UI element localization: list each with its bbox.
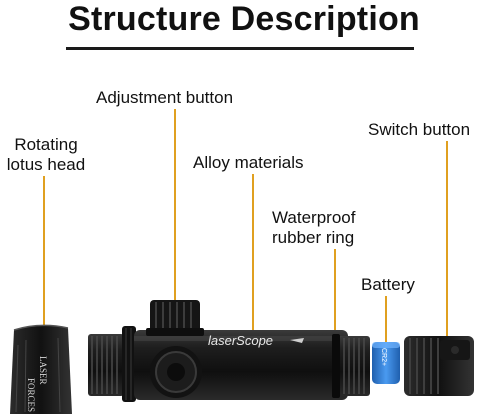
- battery-text: CR2+: [380, 348, 387, 366]
- brand-mark: [290, 338, 304, 343]
- brand-logo: laserScope: [208, 333, 273, 348]
- leader-lines: [43, 109, 448, 345]
- label-waterproof-line2: rubber ring: [272, 228, 355, 247]
- battery: CR2+: [372, 342, 400, 384]
- front-thread: [88, 326, 136, 402]
- label-switch-button: Switch button: [368, 120, 471, 139]
- label-rotating-line2: lotus head: [6, 155, 86, 174]
- title-underline: [66, 47, 414, 50]
- label-waterproof-line1: Waterproof: [272, 208, 356, 227]
- page-title: Structure Description: [68, 0, 420, 38]
- side-adjustment-knob: [150, 346, 202, 398]
- label-battery: Battery: [361, 275, 415, 294]
- switch-cap: [404, 336, 474, 396]
- label-adjustment-button: Adjustment button: [96, 88, 234, 107]
- label-alloy-materials: Alloy materials: [193, 153, 304, 172]
- label-waterproof-rubber-ring: Waterproof rubber ring: [272, 208, 355, 248]
- label-rotating-lotus-head: Rotating lotus head: [2, 135, 90, 175]
- rear-thread: [332, 334, 370, 398]
- head-text-forces: FORCES: [26, 378, 36, 412]
- label-rotating-line1: Rotating: [14, 135, 78, 154]
- adjustment-knob: [146, 300, 204, 336]
- head-text-laser: LASER: [38, 356, 48, 385]
- lotus-head-cap: LASER FORCES: [10, 324, 72, 414]
- rubber-ring: [332, 334, 340, 398]
